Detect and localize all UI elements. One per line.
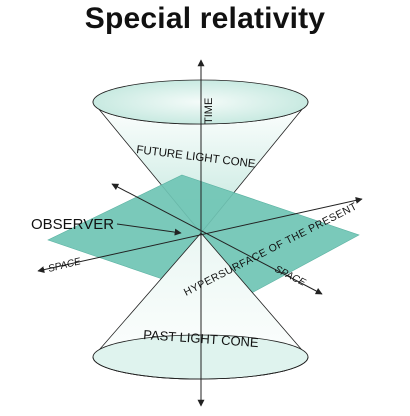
page-title: Special relativity (84, 2, 326, 35)
observer-label: OBSERVER (31, 216, 114, 233)
space-left-label: SPACE (47, 256, 82, 275)
observer-pointer (116, 223, 182, 236)
time-label: TIME (203, 98, 215, 124)
space-axis-horizontal (37, 196, 363, 274)
